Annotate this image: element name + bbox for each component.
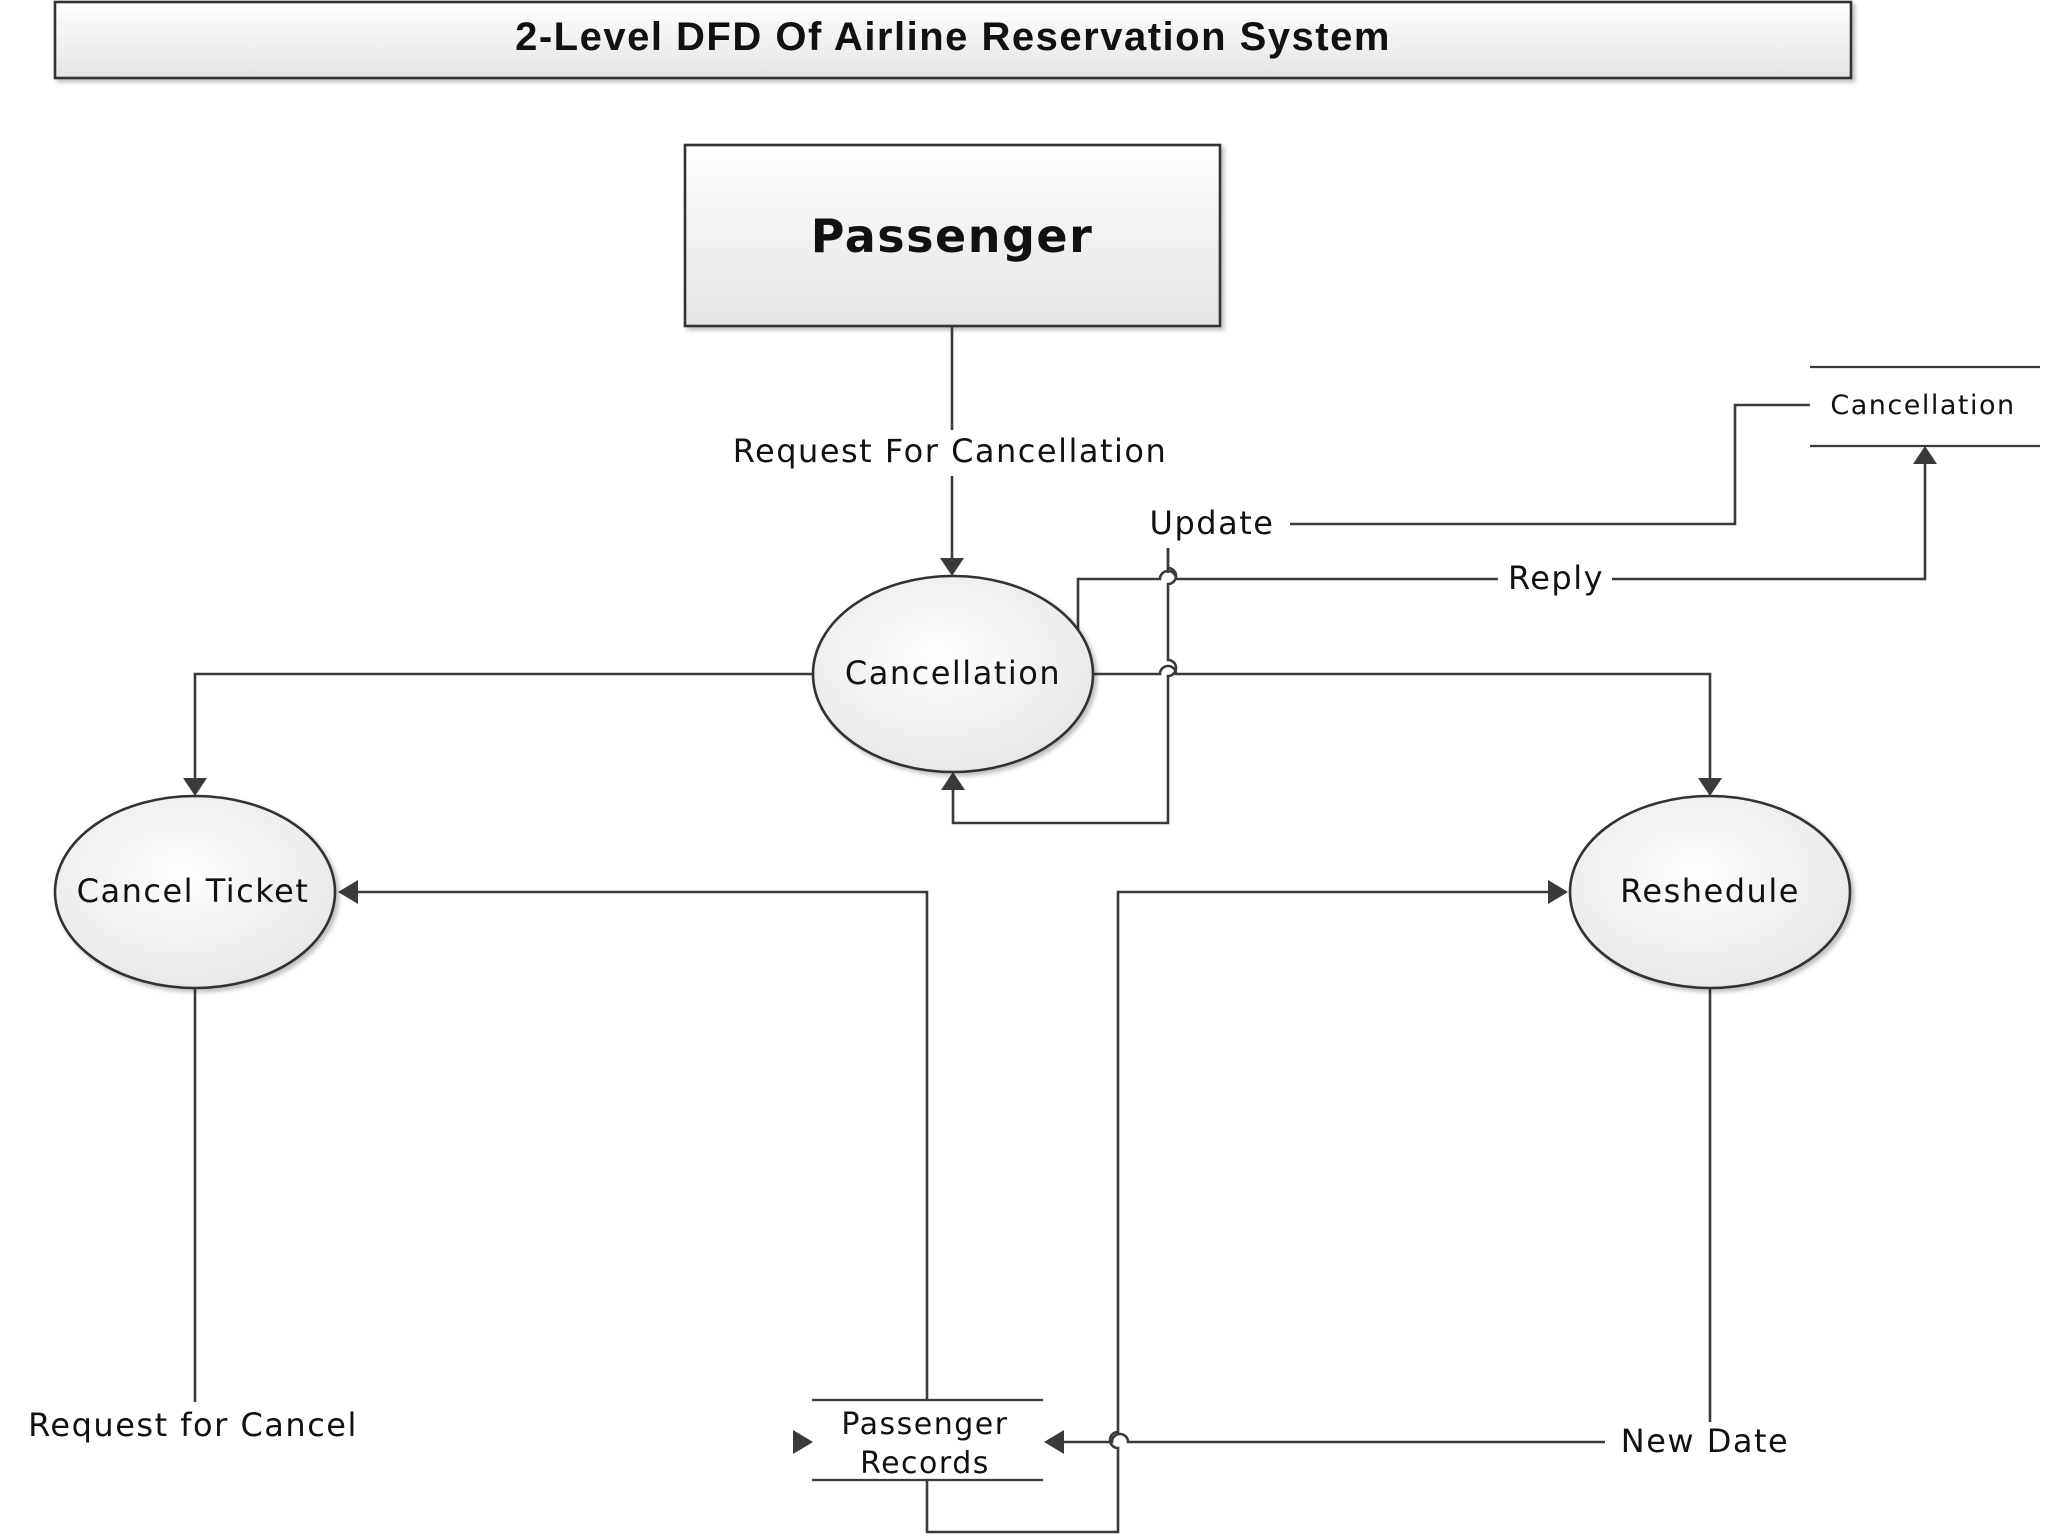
flow-label-request-for-cancellation: Request For Cancellation [733,432,1168,470]
title-box: 2-Level DFD Of Airline Reservation Syste… [53,0,1853,80]
process-cancellation-label: Cancellation [845,654,1061,692]
arrow-into-passenger-records-left [793,1430,813,1454]
flow-records-to-reschedule-line [925,890,1550,1534]
flow-to-cancel-ticket-line [193,672,812,780]
process-cancellation: Cancellation [811,574,1095,774]
arrow-into-cancellation-top [940,558,964,576]
flow-label-update: Update [1150,504,1275,542]
passenger-entity-label: Passenger [811,209,1094,263]
cancellation-store-label: Cancellation [1830,390,2015,421]
flow-labels: Request For Cancellation Update Reply Re… [28,430,1789,1460]
arrow-into-passenger-records-right [1044,1430,1064,1454]
passenger-records-store: Passenger Records [812,1398,1043,1482]
passenger-records-label-line2: Records [860,1446,990,1481]
arrow-into-cancel-ticket-right [338,880,358,904]
flow-to-reschedule-line [1093,664,1712,780]
flow-label-new-date: New Date [1621,1422,1789,1460]
process-cancel-ticket: Cancel Ticket [53,794,337,990]
flow-label-request-for-cancel: Request for Cancel [28,1406,358,1444]
passenger-records-label-line1: Passenger [841,1407,1008,1442]
diagram-title: 2-Level DFD Of Airline Reservation Syste… [515,15,1391,59]
arrow-into-cancellation-bottom [941,772,965,790]
flow-lines [183,326,1937,1534]
arrow-into-cancellation-store [1913,446,1937,464]
arrow-into-reschedule-left [1548,880,1568,904]
cancellation-store: Cancellation [1810,365,2040,448]
flow-reply-line [1076,462,1927,630]
process-reschedule-label: Reshedule [1620,872,1800,910]
arrow-into-reschedule [1698,778,1722,796]
flow-update-line [1290,403,1810,526]
passenger-entity: Passenger [683,143,1222,328]
flow-update-drop [951,548,1178,825]
flow-label-reply: Reply [1508,559,1604,597]
process-cancel-ticket-label: Cancel Ticket [77,872,310,910]
flow-new-date-line [1062,988,1712,1444]
flow-records-to-cancel-ticket-line [356,890,929,1400]
arrow-into-cancel-ticket [183,778,207,796]
process-reschedule: Reshedule [1568,794,1852,990]
